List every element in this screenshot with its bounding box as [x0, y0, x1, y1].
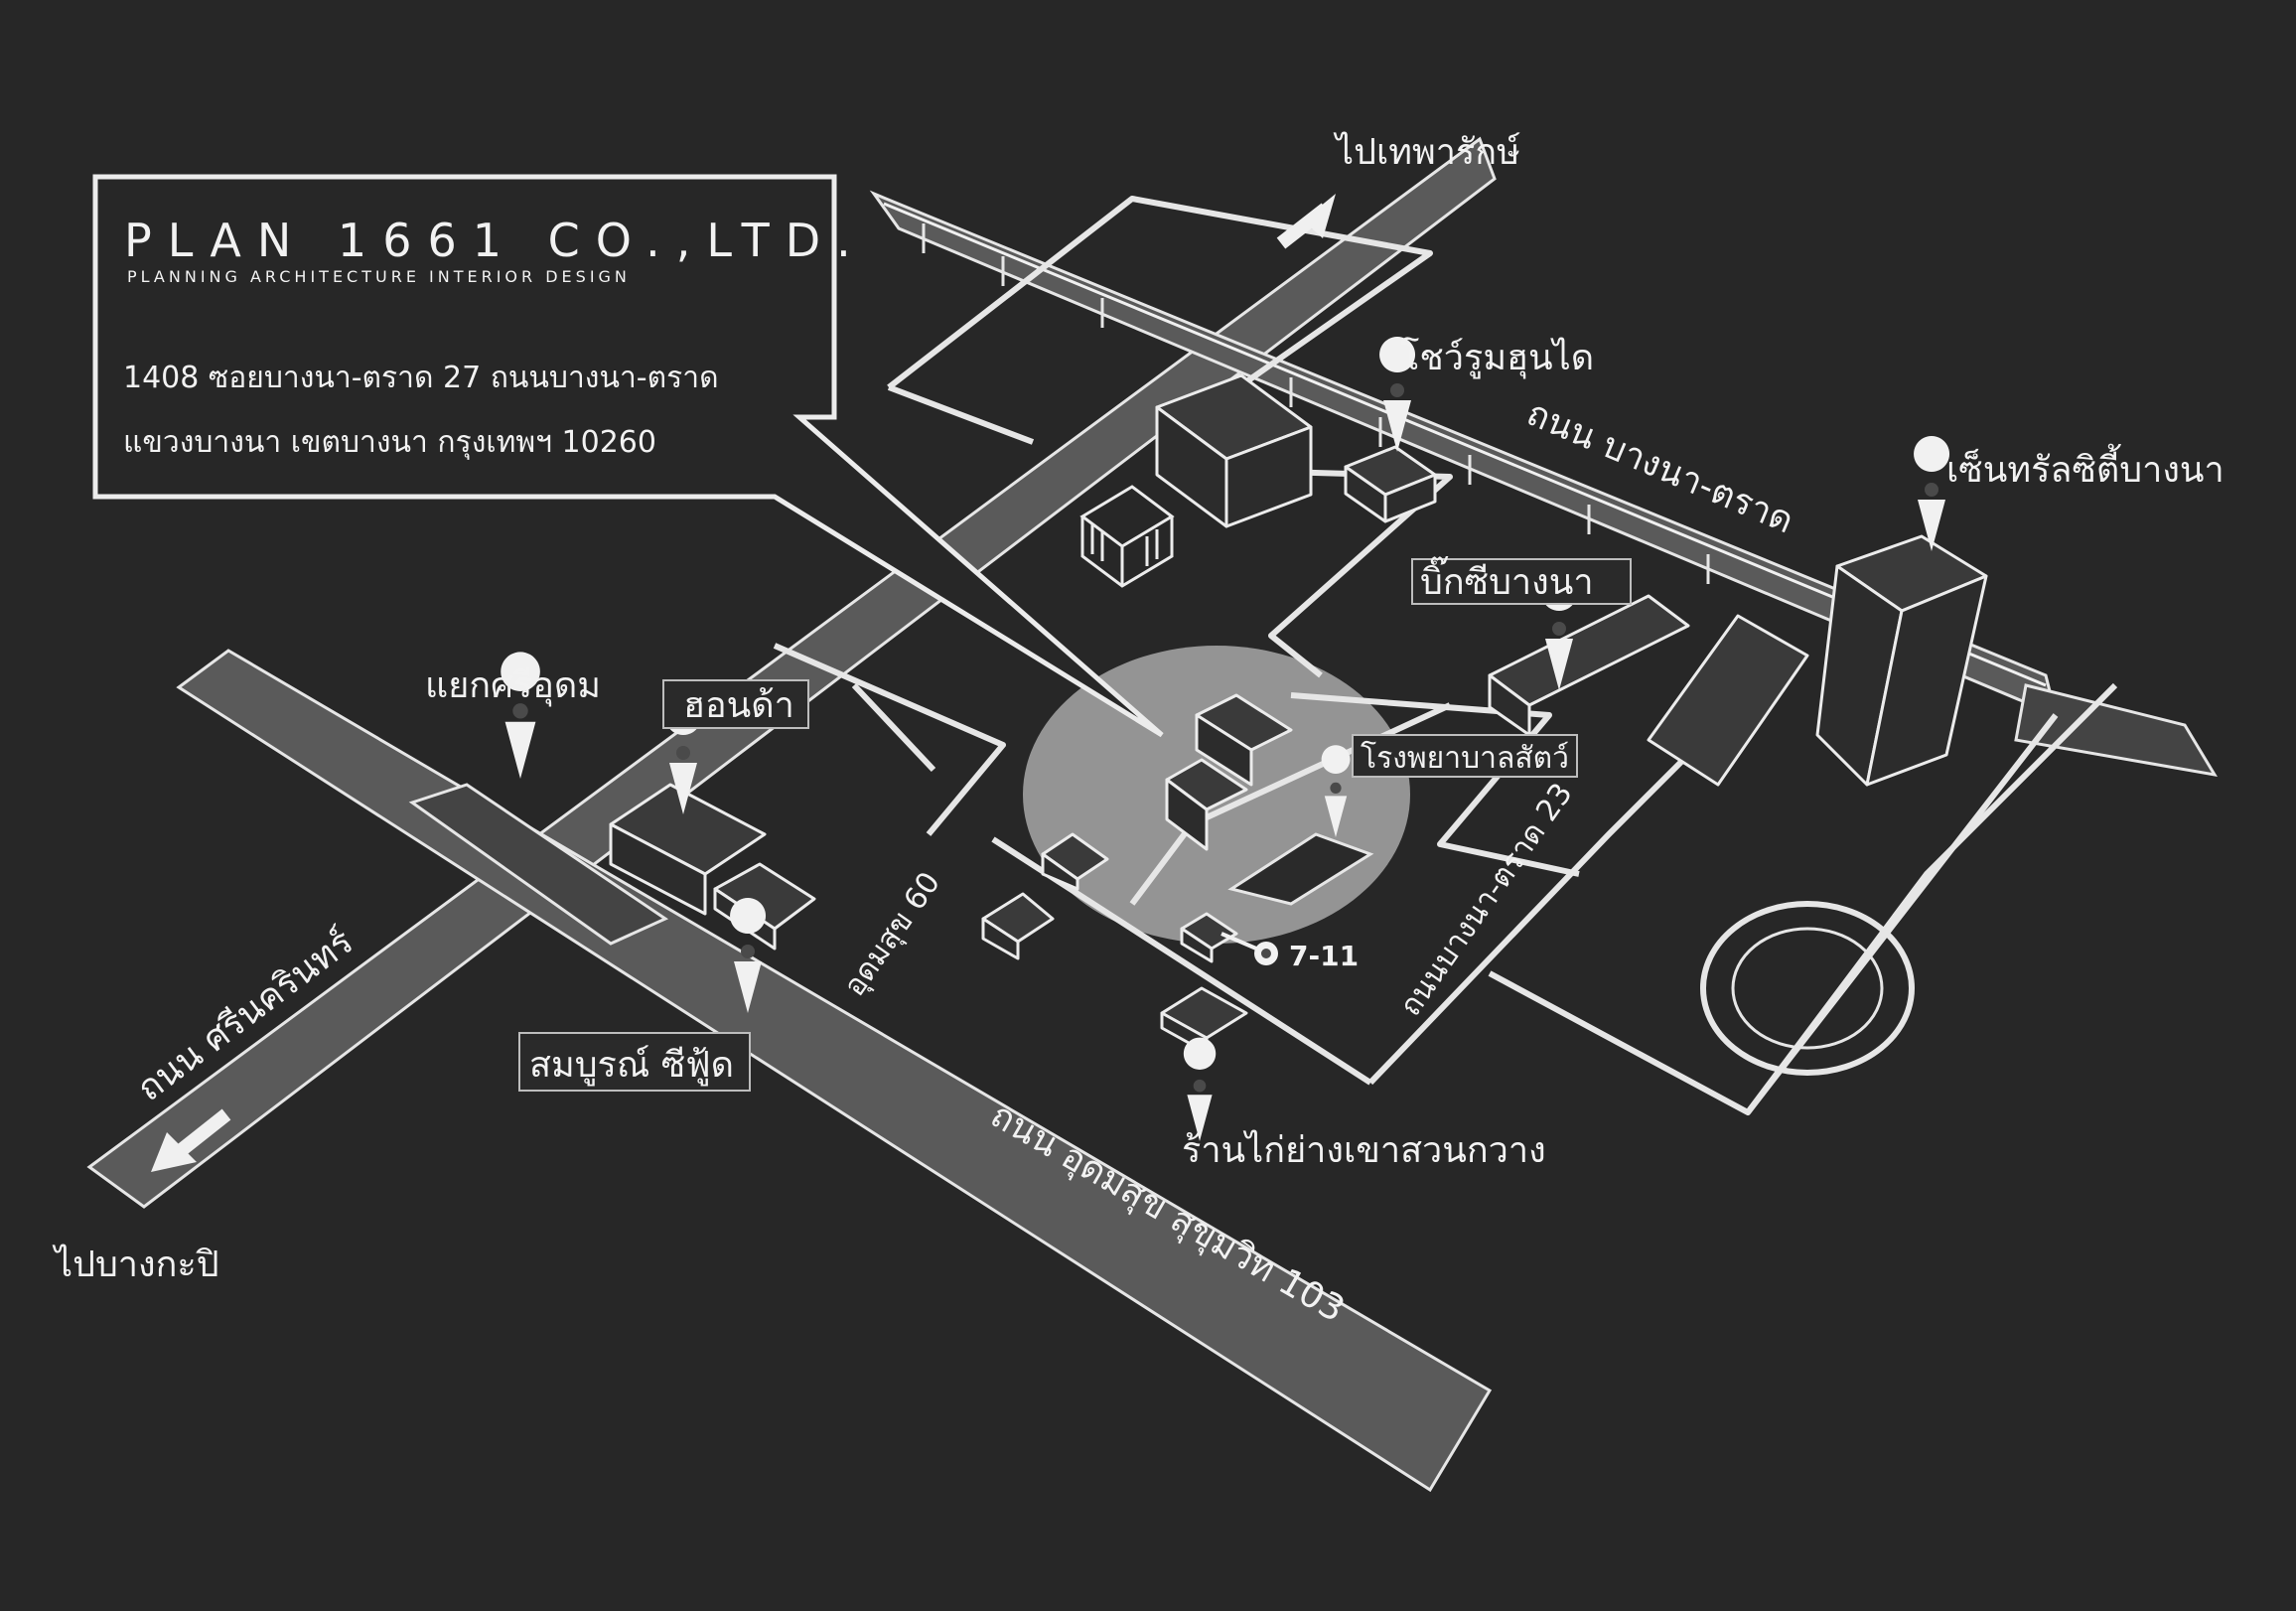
to-thepharak-label: ไปเทพารักษ์ — [1333, 131, 1520, 173]
vet-building — [1227, 832, 1374, 906]
arrow-icon-north — [1276, 194, 1336, 249]
honda-label-box — [662, 679, 809, 729]
buildings — [609, 373, 1988, 1055]
honda-label: ฮอนด้า — [683, 685, 794, 726]
si-udom-label: แยกศรีอุดม — [425, 665, 601, 707]
central-map-pin-icon — [1914, 436, 1950, 551]
hyundai-map-pin-icon — [1379, 337, 1416, 452]
vet-label-box — [1352, 734, 1578, 778]
vet-map-pin-icon — [1321, 745, 1351, 837]
hyundai-label: โชว์รูมฮุนได — [1400, 337, 1594, 379]
vet-label: โรงพยาบาลสัตว์ — [1361, 740, 1569, 776]
company-address-1: 1408 ซอยบางนา-ตราด 27 ถนนบางนา-ตราด — [123, 361, 719, 395]
east-ramp — [2014, 683, 2218, 778]
roundabout — [1700, 901, 1915, 1076]
temple-icon — [1079, 485, 1175, 588]
overpass — [408, 783, 669, 946]
somboon-map-pin-icon — [730, 898, 767, 1013]
udomsuk-60-label: อุดมสุข 60 — [837, 866, 948, 1003]
company-address-2: แขวงบางนา เขตบางนา กรุงเทพฯ 10260 — [123, 425, 656, 461]
bigc-label: บิ๊กซีบางนา — [1420, 555, 1594, 603]
central-label: เซ็นทรัลซิตี้บางนา — [1946, 443, 2224, 491]
company-box: PLAN 1661 CO.,LTD. PLANNING ARCHITECTURE… — [92, 174, 1164, 738]
grilled-chicken-label: ร้านไก่ย่างเขาสวนกวาง — [1182, 1129, 1546, 1171]
grilled-chicken-map-pin-icon — [1183, 1037, 1217, 1141]
company-tagline: PLANNING ARCHITECTURE INTERIOR DESIGN — [127, 267, 631, 286]
si-udom-map-pin-icon — [501, 652, 540, 779]
seven-map-pin-icon — [1220, 932, 1278, 965]
bigc-label-box — [1411, 558, 1632, 605]
somboon-label-box — [518, 1032, 751, 1092]
srinakarin-road — [86, 136, 1497, 1209]
bangna-trat-23-label: ถนนบางนา-ตราด 23 — [1393, 777, 1580, 1022]
seven-label: 7-11 — [1289, 940, 1359, 972]
arrow-icon-south — [151, 1108, 231, 1172]
company-name: PLAN 1661 CO.,LTD. — [124, 214, 867, 267]
local-roads — [773, 196, 2118, 1115]
expressway-pillars — [922, 223, 1710, 584]
roundabout-inner — [1731, 927, 1884, 1050]
somboon-label: สมบูรณ์ ซีฟู้ด — [529, 1045, 734, 1087]
to-bangkapi-label: ไปบางกะปิ — [52, 1244, 219, 1285]
